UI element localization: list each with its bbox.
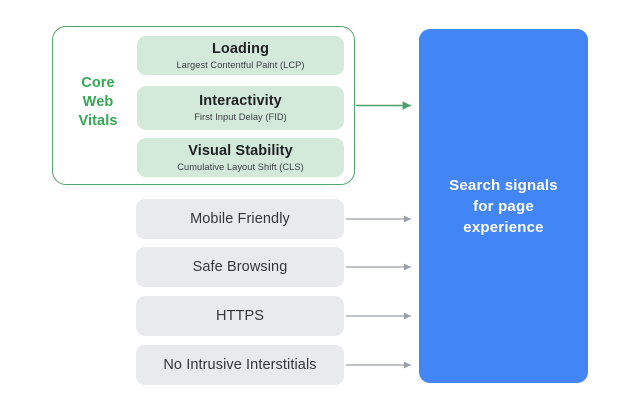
search-signals-outcome-box[interactable]: Search signals for page experience xyxy=(419,29,588,383)
outcome-text-line3: experience xyxy=(463,218,544,236)
metric-subtitle-visual-stability: Cumulative Layout Shift (CLS) xyxy=(177,161,304,172)
signal-pill-safe-browsing[interactable]: Safe Browsing xyxy=(136,247,344,287)
metric-pill-visual-stability[interactable]: Visual Stability Cumulative Layout Shift… xyxy=(137,138,344,177)
signal-pill-no-intrusive-interstitials[interactable]: No Intrusive Interstitials xyxy=(136,345,344,385)
signal-title-no-intrusive-interstitials: No Intrusive Interstitials xyxy=(163,357,317,373)
signal-title-mobile-friendly: Mobile Friendly xyxy=(190,211,290,227)
outcome-text: Search signals for page experience xyxy=(439,175,568,238)
metric-pill-loading[interactable]: Loading Largest Contentful Paint (LCP) xyxy=(137,36,344,75)
metric-subtitle-interactivity: First Input Delay (FID) xyxy=(194,112,287,122)
signal-pill-mobile-friendly[interactable]: Mobile Friendly xyxy=(136,199,344,239)
signal-title-safe-browsing: Safe Browsing xyxy=(192,259,288,275)
core-web-vitals-label: Core Web Vitals xyxy=(62,74,134,131)
metric-title-interactivity: Interactivity xyxy=(199,93,282,109)
core-web-vitals-label-line2: Web xyxy=(82,94,114,110)
metric-title-visual-stability: Visual Stability xyxy=(188,142,293,159)
core-web-vitals-label-line3: Vitals xyxy=(78,113,118,129)
signal-pill-https[interactable]: HTTPS xyxy=(136,296,344,336)
signal-title-https: HTTPS xyxy=(215,308,265,324)
outcome-text-line1: Search signals xyxy=(449,176,558,194)
metric-pill-interactivity[interactable]: Interactivity First Input Delay (FID) xyxy=(137,86,344,130)
outcome-text-line2: for page xyxy=(473,197,534,215)
metric-title-loading: Loading xyxy=(211,40,270,57)
core-web-vitals-label-line1: Core xyxy=(81,75,115,91)
metric-subtitle-loading: Largest Contentful Paint (LCP) xyxy=(176,59,305,70)
